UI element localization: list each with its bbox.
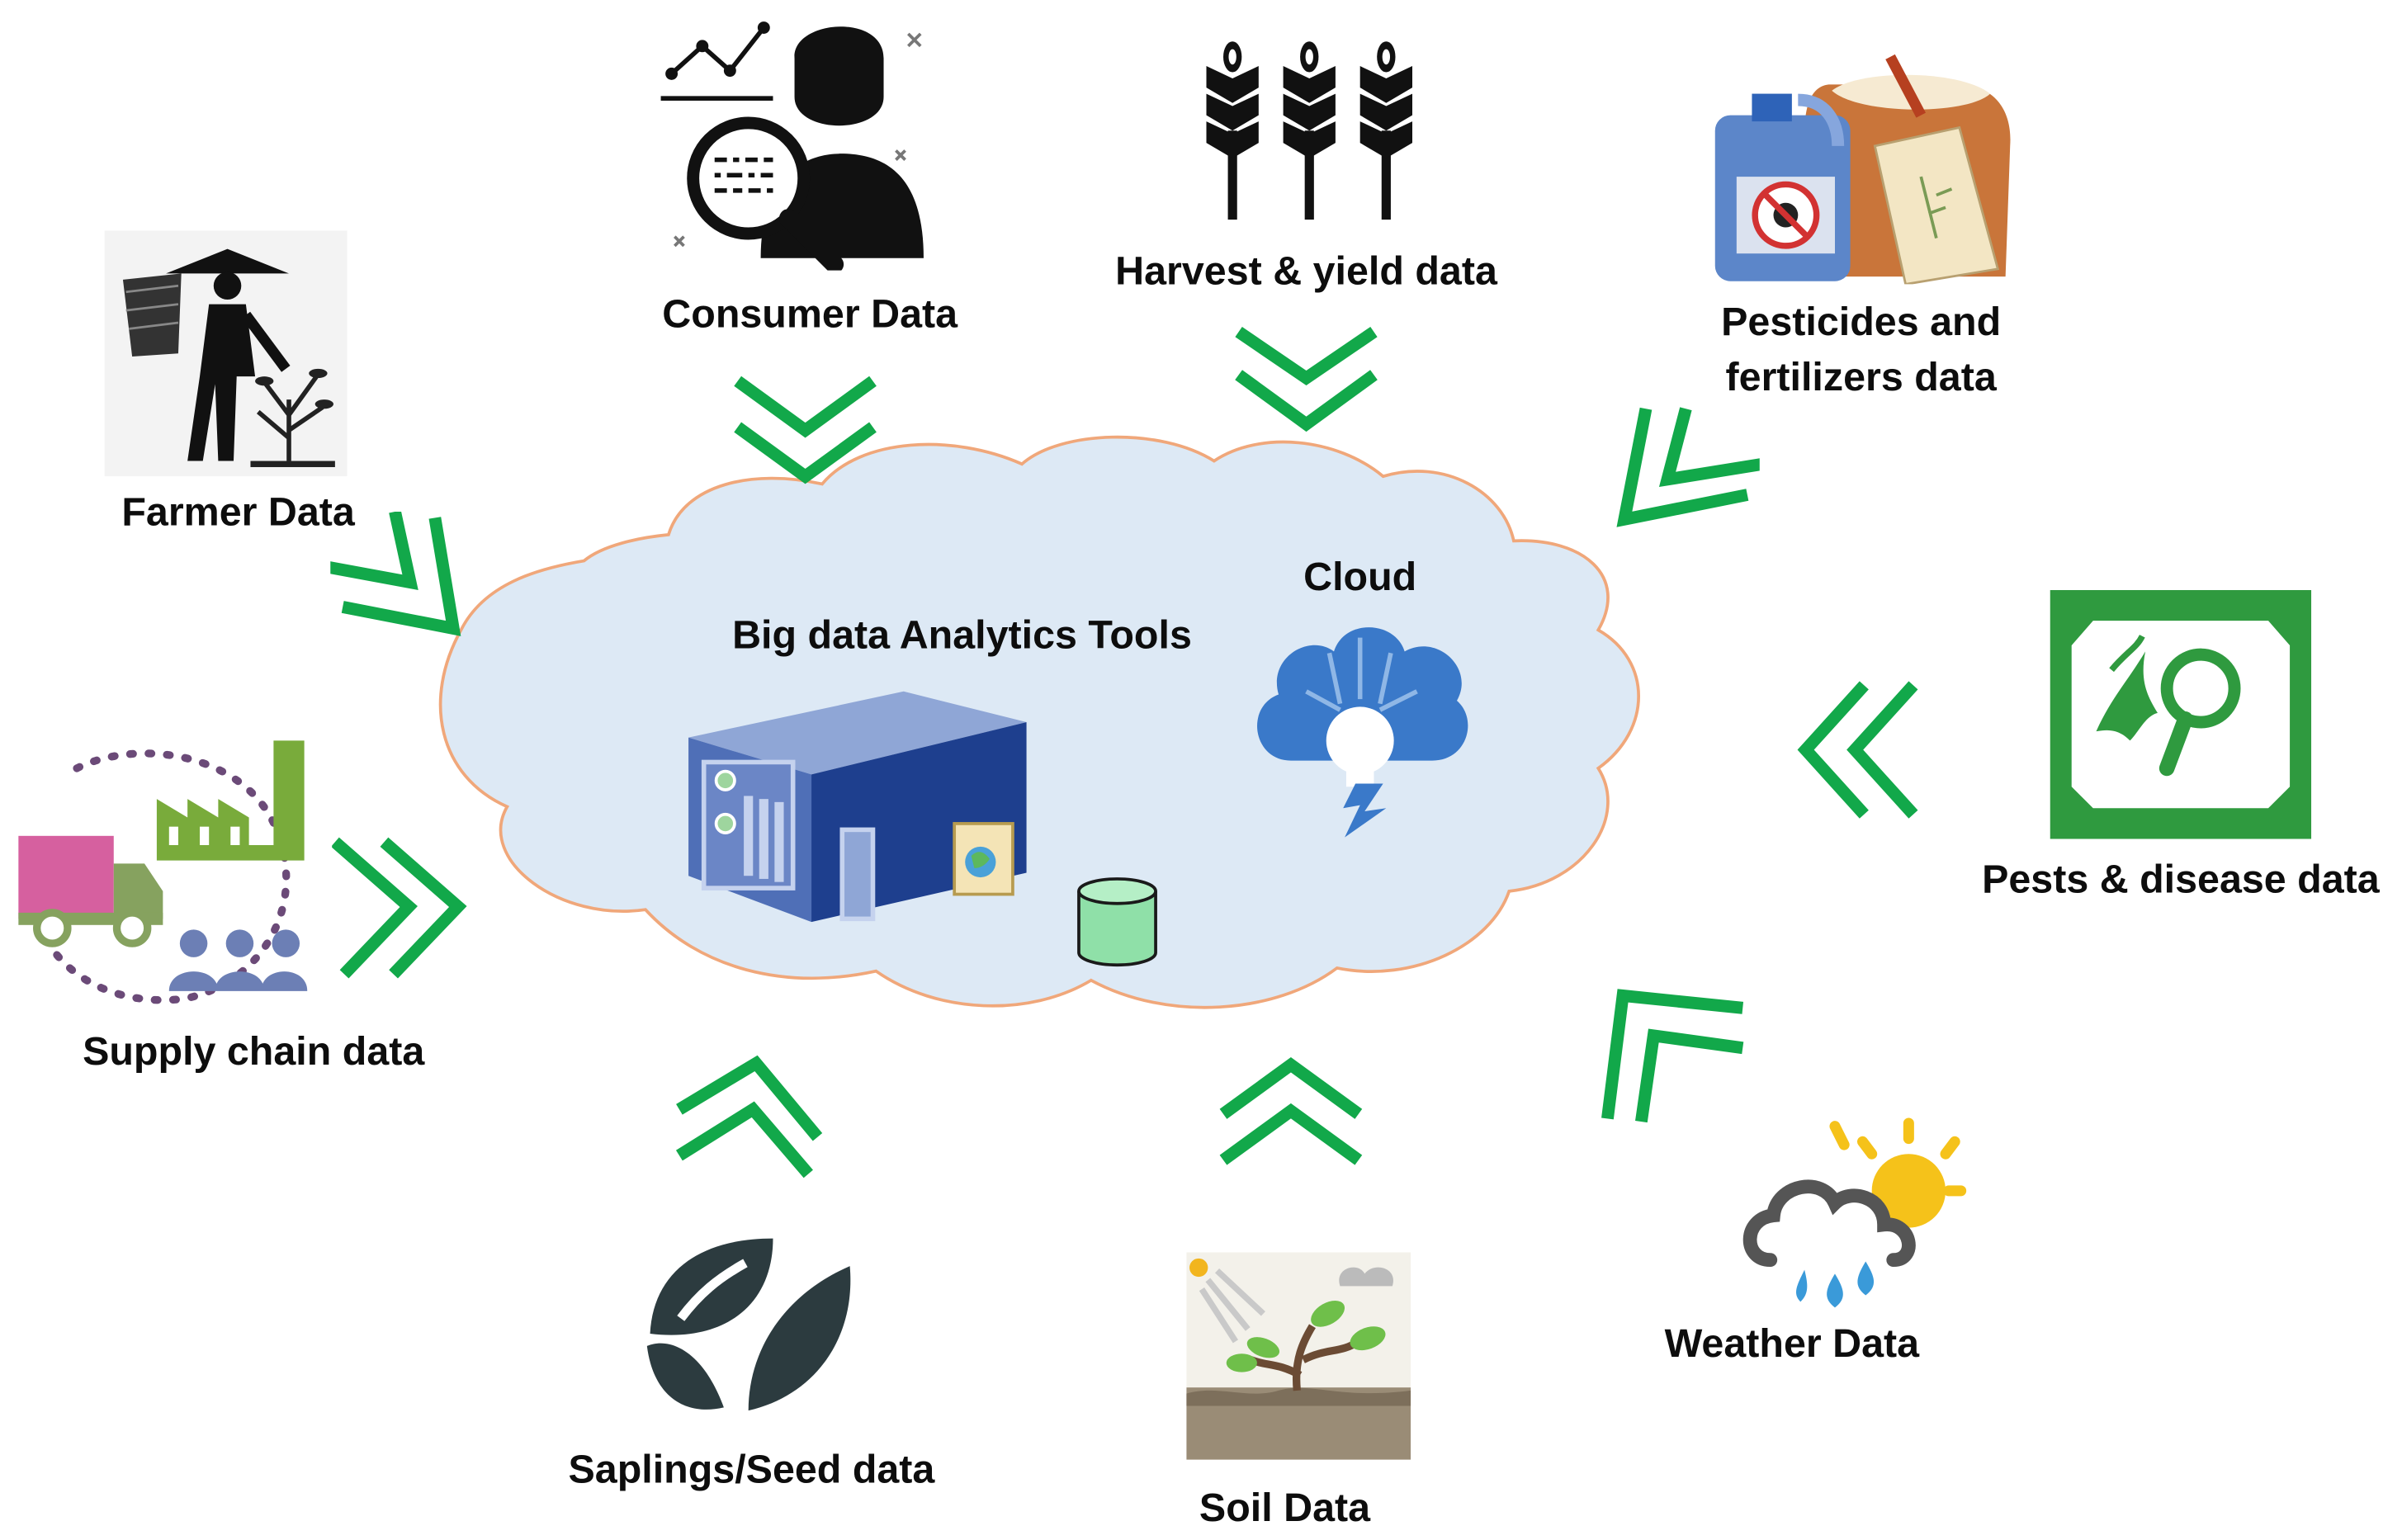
arrow-from-supply-chain	[332, 837, 467, 979]
cloud-lightbulb-icon	[1257, 627, 1468, 838]
pesticide-bag-icon	[1714, 54, 2011, 285]
leaves-icon	[646, 1238, 851, 1411]
pests-disease-label: Pests & disease data	[1982, 856, 2380, 902]
consumer-analytics-icon	[660, 21, 924, 271]
pesticides-label-line2: fertilizers data	[1725, 353, 1997, 400]
arrow-from-farmer	[330, 511, 461, 636]
arrow-from-saplings	[675, 1055, 823, 1179]
supply-chain-label: Supply chain data	[83, 1027, 425, 1075]
arrow-from-harvest	[1235, 326, 1378, 432]
soil-data-label: Soil Data	[1199, 1484, 1371, 1531]
central-cloud	[438, 435, 1641, 1009]
database-icon	[1077, 877, 1157, 967]
weather-data-label: Weather Data	[1664, 1320, 1920, 1367]
pest-magnifier-icon	[2050, 589, 2312, 839]
consumer-data-label: Consumer Data	[662, 290, 958, 337]
analytics-tools-label: Big data Analytics Tools	[732, 611, 1192, 658]
farmer-data-label: Farmer Data	[121, 489, 355, 535]
arrow-from-pesticides	[1616, 407, 1760, 527]
weather-icon	[1742, 1117, 1967, 1308]
farmer-icon	[104, 230, 348, 477]
arrow-from-pests	[1797, 681, 1918, 819]
soil-plant-icon	[1186, 1252, 1411, 1460]
arrow-from-consumer	[734, 376, 877, 484]
cloud-label: Cloud	[1303, 553, 1417, 600]
server-icon	[688, 691, 1027, 923]
pesticides-label-line1: Pesticides and	[1721, 298, 2002, 345]
wheat-icon	[1206, 41, 1412, 220]
saplings-seed-label: Saplings/Seed data	[568, 1445, 935, 1492]
arrow-from-weather	[1601, 989, 1744, 1123]
supply-chain-icon	[18, 740, 308, 1004]
arrow-from-soil	[1219, 1057, 1363, 1165]
harvest-yield-label: Harvest & yield data	[1115, 247, 1497, 294]
